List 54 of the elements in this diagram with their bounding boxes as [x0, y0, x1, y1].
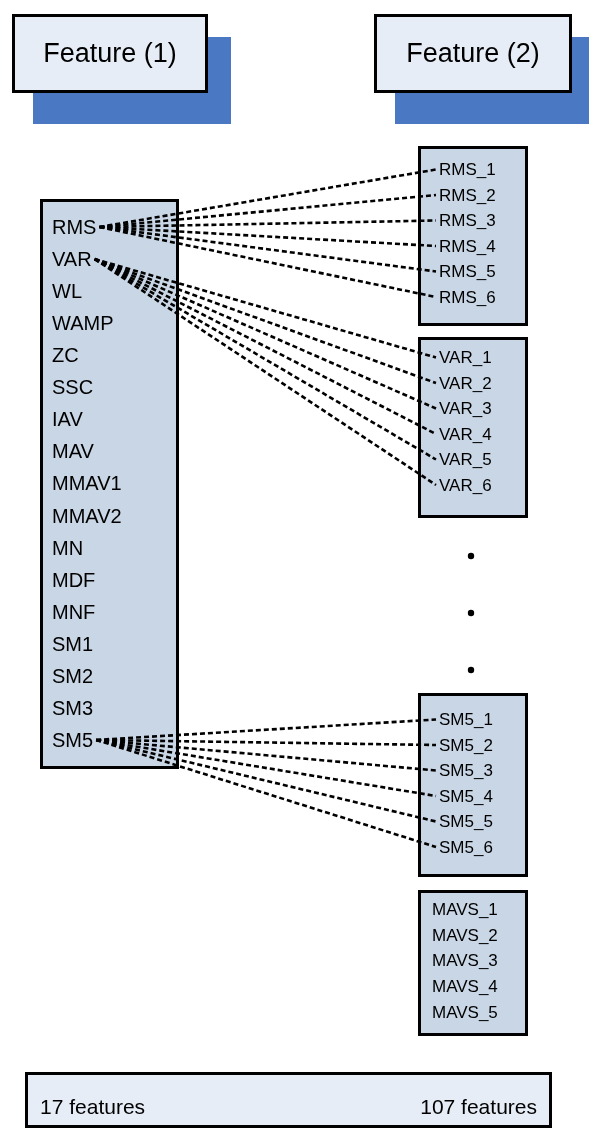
- group-box: [418, 337, 528, 518]
- feature-label: RMS_6: [439, 288, 496, 306]
- feature-label: IAV: [52, 409, 83, 430]
- feature-label: VAR_2: [439, 374, 492, 392]
- feature-label: VAR: [52, 249, 92, 270]
- feature-label: RMS: [52, 217, 97, 237]
- feature-label: SM5: [52, 729, 94, 750]
- count-label: 107 features: [420, 1096, 537, 1117]
- dashed-connector: [99, 225, 437, 248]
- feature-label: VAR_6: [439, 476, 492, 494]
- feature-label: MMAV1: [52, 473, 122, 494]
- group-box: [418, 693, 528, 877]
- feature-label: MAVS_5: [432, 1003, 498, 1021]
- feature-label: MNF: [52, 601, 96, 622]
- group-box: [40, 199, 179, 769]
- feature-label: SM5_6: [439, 838, 493, 856]
- feature-list-box: [418, 890, 528, 1036]
- summary-box: [25, 1072, 552, 1128]
- count-label: 17 features: [40, 1096, 146, 1117]
- feature-label: VAR_1: [439, 349, 492, 366]
- feature-label: WAMP: [52, 313, 114, 334]
- feature-label: SM5_4: [439, 787, 493, 805]
- feature-label: RMS_2: [439, 186, 496, 204]
- feature-label: RMS_3: [439, 212, 496, 229]
- feature-label: SM5_1: [439, 711, 493, 728]
- header-box: Feature (2): [374, 14, 572, 93]
- feature-label: MAVS_1: [432, 901, 498, 918]
- feature-label: MAVS_3: [432, 952, 498, 970]
- feature-label: MN: [52, 537, 84, 558]
- header-box: Feature (1): [12, 14, 208, 93]
- feature-label: MAV: [52, 441, 94, 462]
- feature-label: RMS_4: [439, 237, 496, 255]
- feature-label: RMS_5: [439, 263, 496, 280]
- dashed-connector: [96, 718, 437, 742]
- feature-label: SM2: [52, 665, 94, 686]
- feature-label: ZC: [52, 345, 79, 366]
- feature-label: SM1: [52, 633, 94, 654]
- dashed-connector: [99, 193, 437, 229]
- feature-label: SM5_3: [439, 762, 493, 779]
- dashed-connector: [99, 168, 437, 229]
- feature-label: VAR_5: [439, 451, 492, 468]
- feature-label: SSC: [52, 377, 94, 398]
- feature-label: VAR_3: [439, 400, 492, 417]
- group-box: [418, 146, 528, 326]
- feature-label: MAVS_4: [432, 978, 498, 996]
- feature-label: SM5_5: [439, 813, 493, 830]
- feature-label: MMAV2: [52, 505, 122, 526]
- feature-label: RMS_1: [439, 161, 496, 178]
- feature-label: VAR_4: [439, 425, 492, 443]
- feature-label: SM3: [52, 697, 94, 718]
- feature-label: WL: [52, 281, 82, 302]
- feature-label: MAVS_2: [432, 926, 498, 944]
- feature-label: SM5_2: [439, 736, 493, 754]
- feature-label: MDF: [52, 569, 96, 590]
